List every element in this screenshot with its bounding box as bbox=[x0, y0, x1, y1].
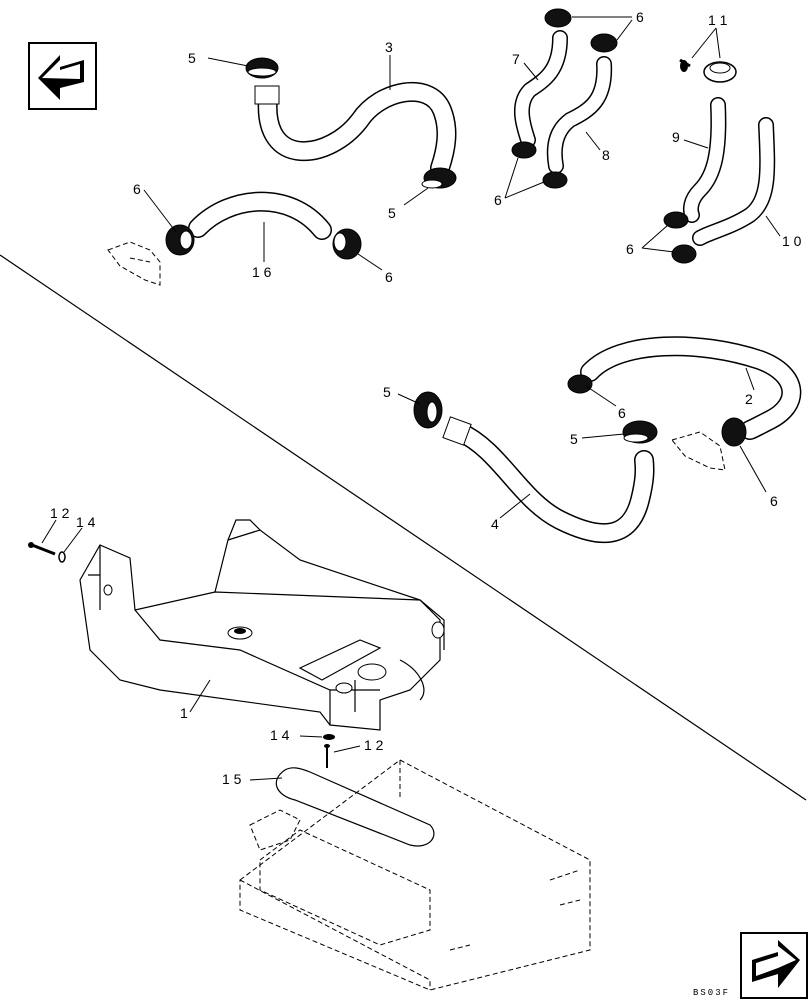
clamp-6-hose8-bottom bbox=[542, 171, 568, 189]
callout-7: 7 bbox=[512, 51, 520, 67]
callout-11: 1 1 bbox=[708, 12, 728, 28]
hose-7 bbox=[513, 30, 568, 148]
clamp-5-lower bbox=[421, 167, 457, 189]
callout-5-hose4-left: 5 bbox=[383, 384, 391, 400]
callout-12-upper: 1 2 bbox=[50, 505, 70, 521]
callout-2: 2 bbox=[745, 391, 753, 407]
callout-6-hose16-right: 6 bbox=[385, 269, 393, 285]
callout-3: 3 bbox=[385, 39, 393, 55]
callout-1: 1 bbox=[180, 705, 188, 721]
bolt-12-upper bbox=[28, 542, 56, 556]
seal-15 bbox=[275, 767, 435, 847]
callout-5-hose4-right: 5 bbox=[570, 431, 578, 447]
divider-line bbox=[0, 254, 807, 801]
callout-6-mid: 6 bbox=[494, 192, 502, 208]
clamp-6-hose10 bbox=[671, 244, 697, 264]
clamp-6-hose2-left bbox=[567, 374, 593, 394]
callout-5-lower: 5 bbox=[388, 205, 396, 221]
callout-5-top: 5 bbox=[188, 50, 196, 66]
hose-2 bbox=[580, 336, 802, 440]
clamp-6-hose7-bottom bbox=[511, 141, 537, 159]
callout-15: 1 5 bbox=[222, 771, 242, 787]
hose-10 bbox=[692, 117, 776, 246]
hose-4 bbox=[442, 416, 655, 543]
callout-16: 1 6 bbox=[252, 264, 272, 280]
clamp-6-hose7-top bbox=[544, 8, 572, 28]
callout-9: 9 bbox=[672, 129, 680, 145]
clamp-5-top bbox=[245, 57, 279, 79]
arrow-forward-icon[interactable] bbox=[740, 932, 808, 999]
callout-8: 8 bbox=[602, 147, 610, 163]
bracket-ghost-middle bbox=[671, 431, 726, 471]
clamp-5-hose4-right bbox=[622, 420, 658, 444]
callout-6-hose2-right: 6 bbox=[770, 493, 778, 509]
leader-lines bbox=[41, 16, 781, 781]
callout-10: 1 0 bbox=[782, 233, 802, 249]
callout-14-upper: 1 4 bbox=[76, 514, 96, 530]
hose-16 bbox=[188, 191, 332, 240]
bolt-12-lower bbox=[324, 744, 330, 768]
clamp-6-hose16-right bbox=[332, 228, 362, 260]
clamp-6-hose9 bbox=[663, 211, 689, 229]
callout-6-right: 6 bbox=[626, 241, 634, 257]
callout-12-lower: 1 2 bbox=[364, 737, 384, 753]
arrow-back-icon[interactable] bbox=[28, 42, 97, 110]
callout-14-lower: 1 4 bbox=[270, 727, 290, 743]
clamp-6-hose8-top bbox=[590, 33, 618, 53]
grommet-11 bbox=[703, 61, 737, 83]
hose-9 bbox=[683, 97, 727, 223]
bracket-ghost-upper bbox=[107, 241, 161, 286]
base-ghost bbox=[239, 759, 591, 991]
callout-6-top: 6 bbox=[636, 9, 644, 25]
clamp-6-hose16-left bbox=[165, 224, 195, 256]
tank-1 bbox=[79, 519, 445, 731]
washer-14-upper bbox=[58, 551, 66, 563]
screw-11 bbox=[679, 58, 691, 72]
callout-6-hose2-left: 6 bbox=[618, 405, 626, 421]
clamp-5-hose4-left bbox=[413, 391, 443, 429]
hose-8 bbox=[546, 56, 613, 174]
washer-14-lower bbox=[323, 734, 335, 740]
hose-3 bbox=[254, 82, 457, 178]
callout-6-hose16-left: 6 bbox=[133, 181, 141, 197]
clamp-6-hose2-right bbox=[721, 417, 747, 447]
callout-4: 4 bbox=[491, 516, 499, 532]
drawing-code: BS03F bbox=[693, 988, 730, 998]
